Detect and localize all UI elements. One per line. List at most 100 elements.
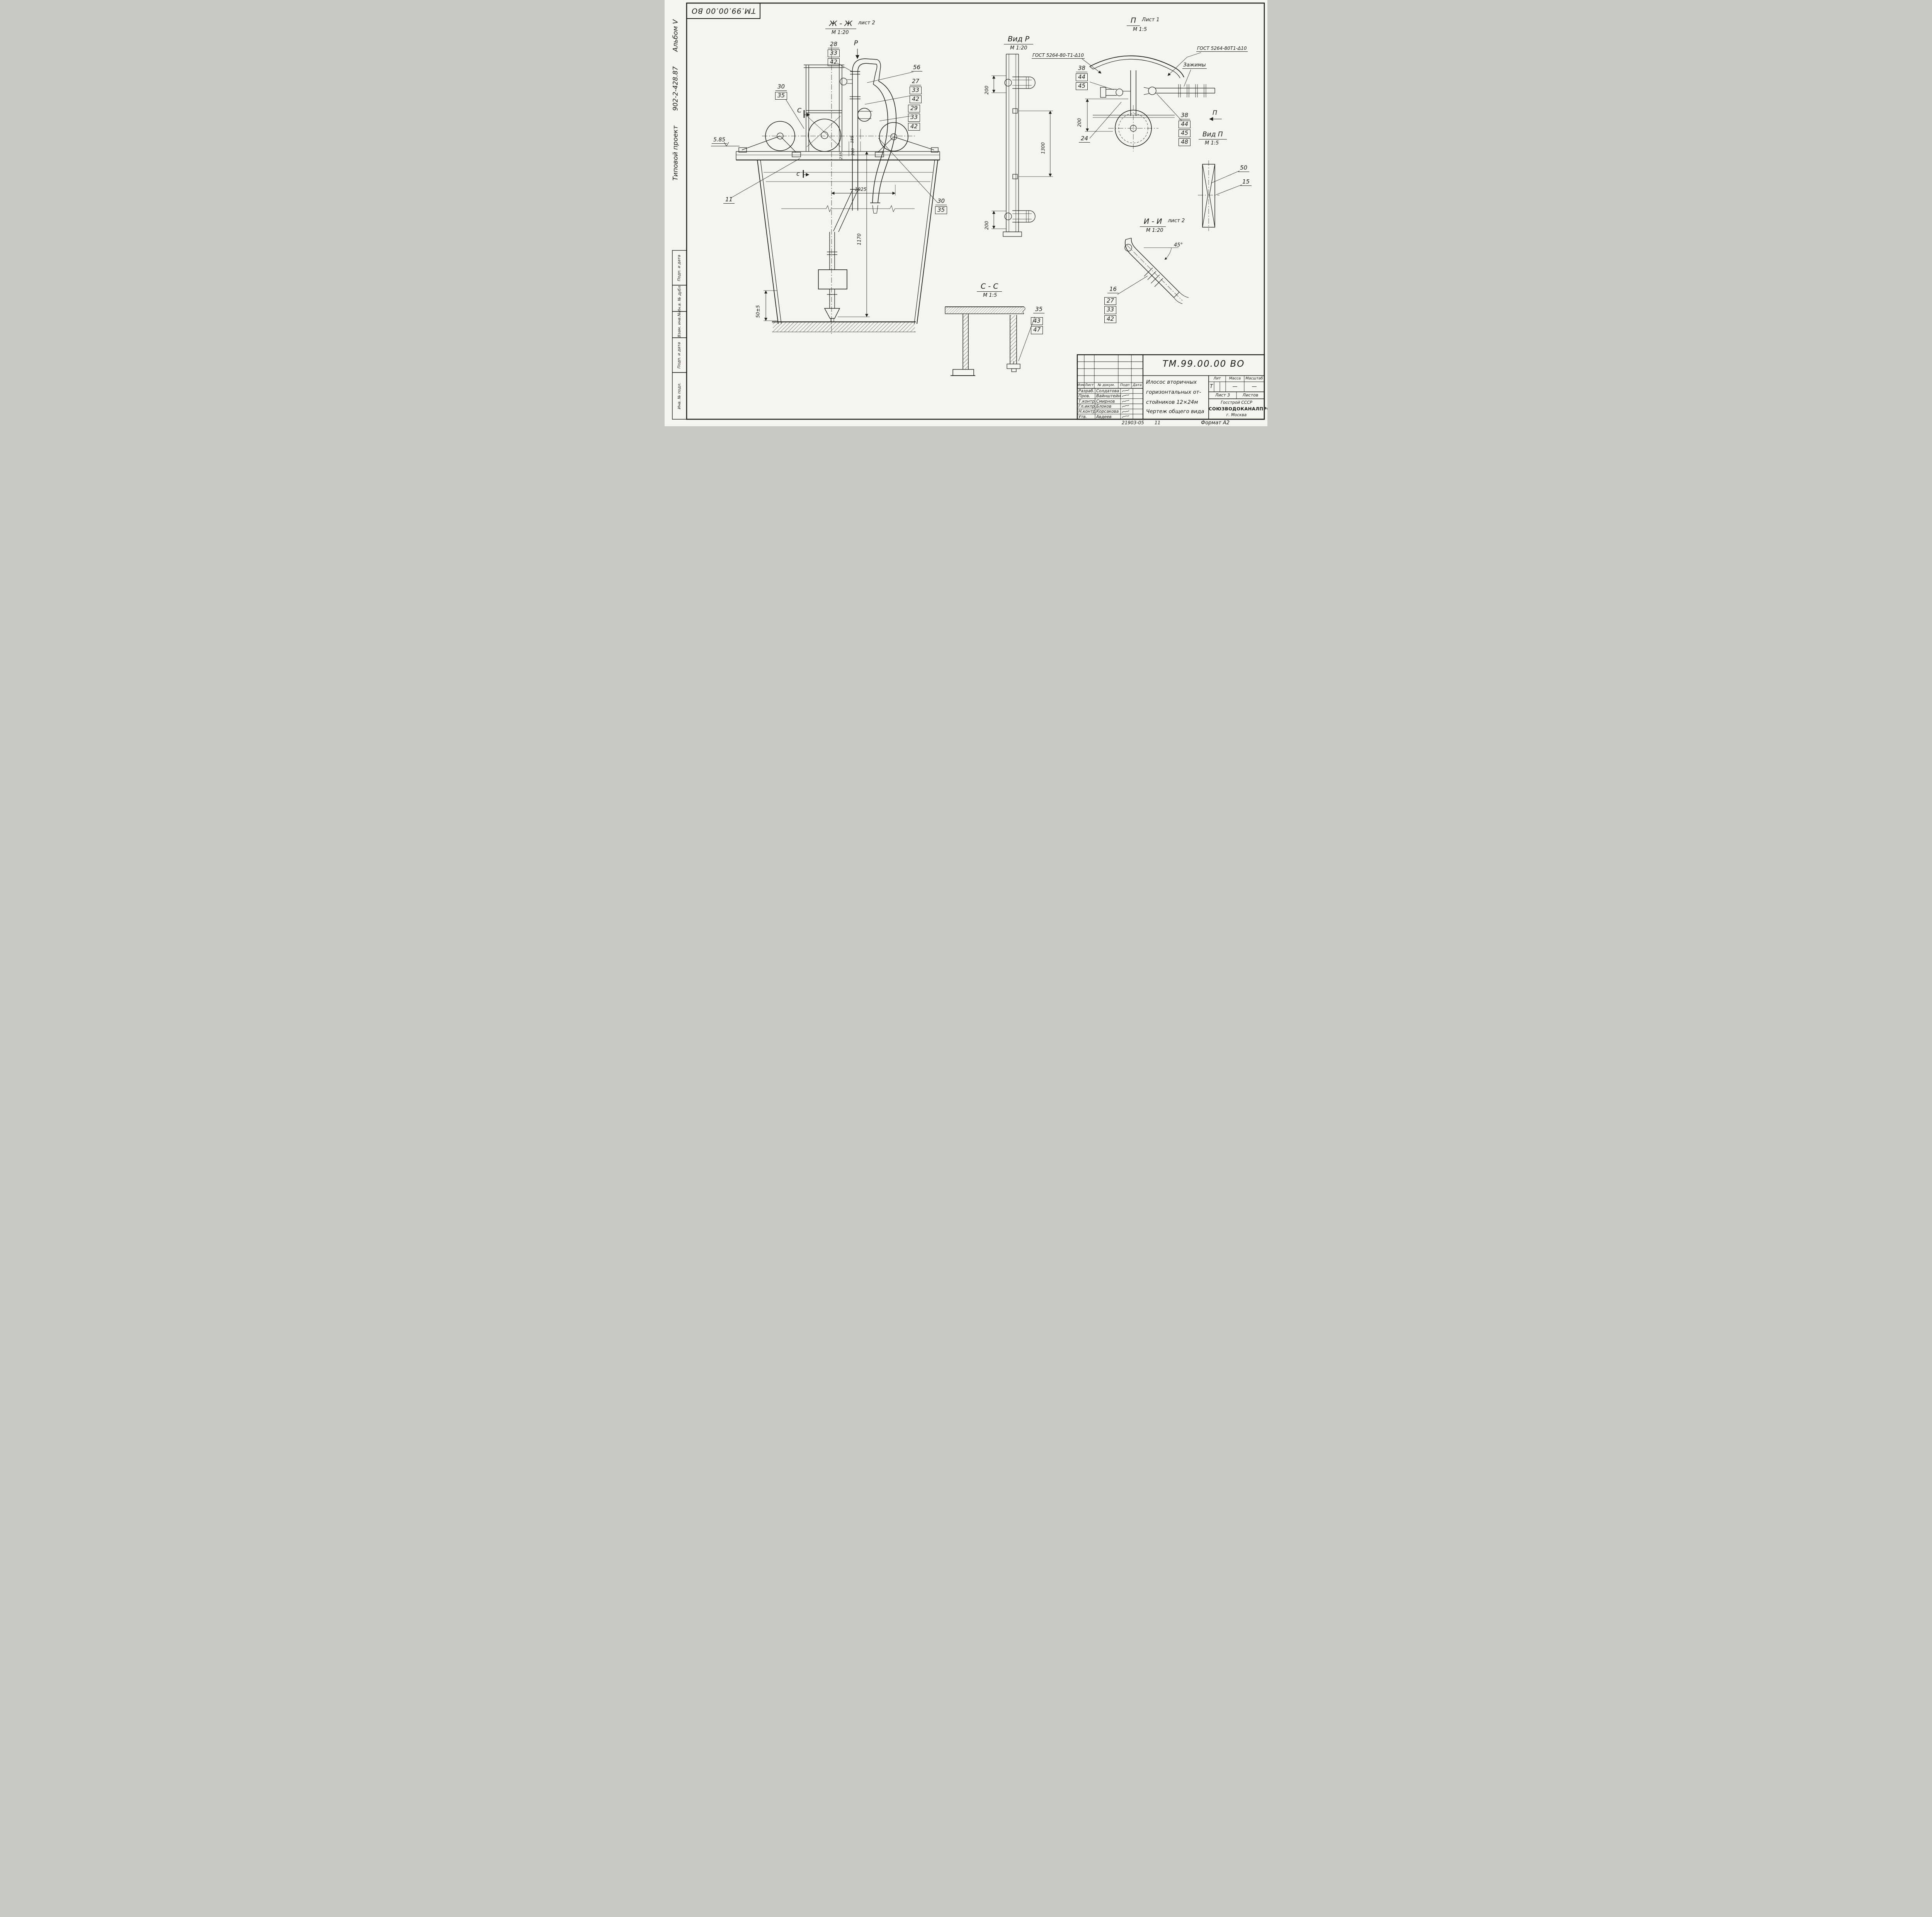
callout-11: 11 <box>723 196 735 204</box>
angle-45-label: 45° <box>1174 242 1183 248</box>
view-zh-scale: М 1:20 <box>832 30 849 36</box>
callout-stack-pi-left: 38 44 45 <box>1076 65 1088 90</box>
view-pi-header: П Лист 1 М 1:5 <box>1127 16 1160 32</box>
callout-33: 33 <box>908 114 920 122</box>
titleblock-row-name: Авдеев <box>1096 415 1112 419</box>
callout-33: 33 <box>828 49 840 57</box>
flipped-stamp-text: ТМ.99.00.00 ВО <box>691 7 756 15</box>
view-cc-title: С - С <box>977 282 1002 292</box>
dim-200-pi: 200 <box>1077 118 1082 127</box>
titleblock-row-role: Пров. <box>1078 394 1090 398</box>
titleblock-row-role: Разраб. <box>1078 389 1095 393</box>
view-cc-scale: М 1:5 <box>983 293 997 298</box>
view-zh-sheet-ref: лист 2 <box>858 20 875 26</box>
weld-gost-right: ГОСТ 5264-80Т1-Δ10 <box>1196 46 1248 52</box>
titleblock-mass-value: — <box>1232 384 1238 390</box>
titleblock-mass-header: Масса <box>1229 376 1241 381</box>
callout-stack-b: 27 33 42 <box>910 78 922 103</box>
view-zh-lines <box>711 46 940 335</box>
view-direction-pi-label: П <box>1213 109 1218 116</box>
view-pi-title: П <box>1127 16 1140 26</box>
dim-200-bottom: 200 <box>984 221 990 230</box>
titleblock-title-line3: стойников 12×24м <box>1146 399 1198 405</box>
view-ii-title: И - И <box>1140 217 1166 227</box>
titleblock-scale-value: — <box>1252 384 1257 390</box>
titleblock-org-line2: СОЮЗВОДОКАНАЛПРОЕКТ <box>1209 406 1267 412</box>
view-zh-header: Ж - Ж лист 2 М 1:20 <box>825 19 875 36</box>
titleblock-title-line2: горизонтальных от- <box>1146 389 1201 395</box>
callout-29: 29 <box>908 105 920 113</box>
titleblock-row-name: Блоков <box>1096 404 1112 409</box>
titleblock-scale-header: Масштаб <box>1245 376 1263 381</box>
titleblock-org-line1: Госстрой СССР <box>1221 400 1252 405</box>
callout-50: 50 <box>1238 165 1250 172</box>
elevation-mark-label: 5.85 <box>712 137 727 144</box>
callout-28: 28 <box>828 41 840 48</box>
titleblock-row-name: Вайнштейн <box>1096 394 1121 398</box>
clamps-label: Зажимы <box>1182 62 1207 69</box>
callout-stack-left-30-35: 30 35 <box>775 83 787 100</box>
view-p-header: Вид P М 1:20 <box>1004 35 1034 51</box>
margin-row-dubl: Ин.в. № дубл. <box>677 284 682 312</box>
callout-38: 38 <box>1076 65 1088 72</box>
titleblock-doc-number: ТМ.99.00.00 ВО <box>1162 359 1245 369</box>
titleblock-row-role: Утв. <box>1078 415 1087 419</box>
view-p-lines <box>992 54 1053 237</box>
callout-45: 45 <box>1179 129 1191 137</box>
margin-row-vzam: Взам. инв.№ <box>677 312 682 337</box>
view-ii-lines <box>1117 238 1189 304</box>
callout-24: 24 <box>1079 135 1090 143</box>
callout-35: 35 <box>775 92 787 100</box>
view-ii-scale: М 1:20 <box>1146 228 1163 233</box>
titleblock-col-date: Дата <box>1133 383 1142 387</box>
signatures <box>1122 389 1129 418</box>
frame-lines <box>672 2 1265 420</box>
margin-row-podp-1: Подп. и дата <box>677 254 682 281</box>
callout-47: 47 <box>1031 326 1043 334</box>
footer-format-label: Формат А2 <box>1201 420 1230 426</box>
titleblock-col-list: Лист <box>1085 383 1094 387</box>
callout-42: 42 <box>1104 315 1117 323</box>
titleblock-row-name: Смирнов <box>1096 399 1115 404</box>
callout-27: 27 <box>910 78 922 85</box>
section-letter-c-upper: C <box>797 107 802 114</box>
callout-stack-c: 29 33 42 <box>908 104 920 131</box>
callout-27: 27 <box>1104 297 1117 305</box>
titleblock-col-doc: № докум. <box>1097 383 1115 387</box>
view-zh-title: Ж - Ж <box>825 19 856 29</box>
view-pi-lines <box>1082 52 1222 151</box>
titleblock-lines <box>1077 354 1265 420</box>
view-pi-side-lines <box>1198 160 1242 231</box>
titleblock-row-role: Н.контр. <box>1078 409 1097 414</box>
margin-project-type: Типовой проект <box>672 125 680 181</box>
callout-30: 30 <box>776 83 787 91</box>
callout-stack-pi-right: 38 44 45 48 <box>1179 112 1191 146</box>
drawing-sheet: ТМ.99.00.00 ВО Типовой проект 902-2-428.… <box>665 0 1267 426</box>
view-cc-lines <box>945 306 1035 376</box>
dim-200: 200 <box>851 148 855 156</box>
callout-15: 15 <box>1240 179 1252 186</box>
titleblock-lit-value: Т <box>1210 384 1213 390</box>
view-pi-side-header: Вид П М 1:5 <box>1199 131 1227 146</box>
callout-stack-right-30-35: 30 35 <box>935 198 947 214</box>
view-cc-header: С - С М 1:5 <box>977 282 1002 298</box>
titleblock-row-role: Т.контр. <box>1078 399 1096 404</box>
section-letter-c-lower: c <box>796 170 800 177</box>
callout-stack-cc: 43 47 <box>1031 316 1043 334</box>
dim-1025: 1025 <box>855 187 867 192</box>
callout-33: 33 <box>910 86 922 94</box>
titleblock-sheets-cell: Листов <box>1242 393 1259 398</box>
view-ii-header: И - И лист 2 М 1:20 <box>1140 217 1185 233</box>
titleblock-col-sign: Подп <box>1120 383 1130 387</box>
drawing-lineart <box>672 2 1265 420</box>
view-direction-p-label: P <box>854 39 858 47</box>
titleblock-row-name: Солдатова <box>1096 389 1119 393</box>
margin-project-label: Типовой проект 902-2-428.87 Альбом V <box>668 14 684 186</box>
view-p-scale: М 1:20 <box>1010 45 1027 51</box>
callout-45: 45 <box>1076 82 1088 90</box>
callout-38: 38 <box>1179 112 1190 119</box>
view-p-title: Вид P <box>1004 35 1034 44</box>
titleblock-sheet-cell: Лист 3 <box>1215 393 1230 398</box>
dim-200-top: 200 <box>984 85 990 95</box>
view-pi-side-scale: М 1:5 <box>1205 140 1219 146</box>
